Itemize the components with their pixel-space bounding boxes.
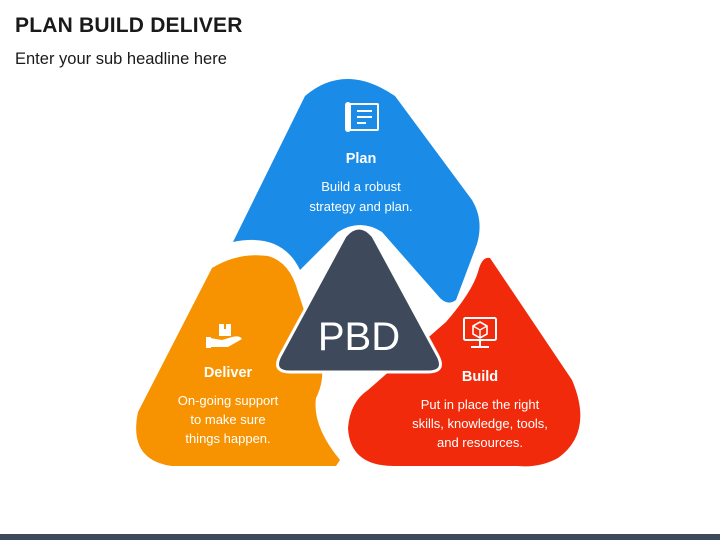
build-desc-line-2: skills, knowledge, tools, — [412, 416, 548, 431]
center-triangle — [276, 226, 442, 374]
monitor-cube-icon — [463, 317, 497, 348]
page-subtitle: Enter your sub headline here — [15, 50, 227, 68]
build-title: Build — [462, 369, 498, 385]
deliver-title: Deliver — [204, 365, 253, 381]
deliver-segment — [136, 255, 340, 466]
build-segment — [348, 257, 581, 467]
blueprint-icon — [345, 102, 379, 132]
bottom-bar — [0, 534, 720, 540]
deliver-desc-line-1: On-going support — [178, 393, 279, 408]
center-label: PBD — [318, 315, 400, 359]
build-desc-line-1: Put in place the right — [421, 397, 540, 412]
plan-title: Plan — [346, 151, 377, 167]
build-desc-line-3: and resources. — [437, 435, 523, 450]
page-title: PLAN BUILD DELIVER — [15, 14, 243, 37]
plan-desc-line-1: Build a robust — [321, 179, 401, 194]
deliver-desc-line-2: to make sure — [190, 412, 265, 427]
plan-segment — [233, 79, 480, 303]
plan-desc-line-2: strategy and plan. — [309, 199, 412, 214]
deliver-desc-line-3: things happen. — [185, 431, 270, 446]
delivery-hand-icon — [206, 324, 242, 348]
